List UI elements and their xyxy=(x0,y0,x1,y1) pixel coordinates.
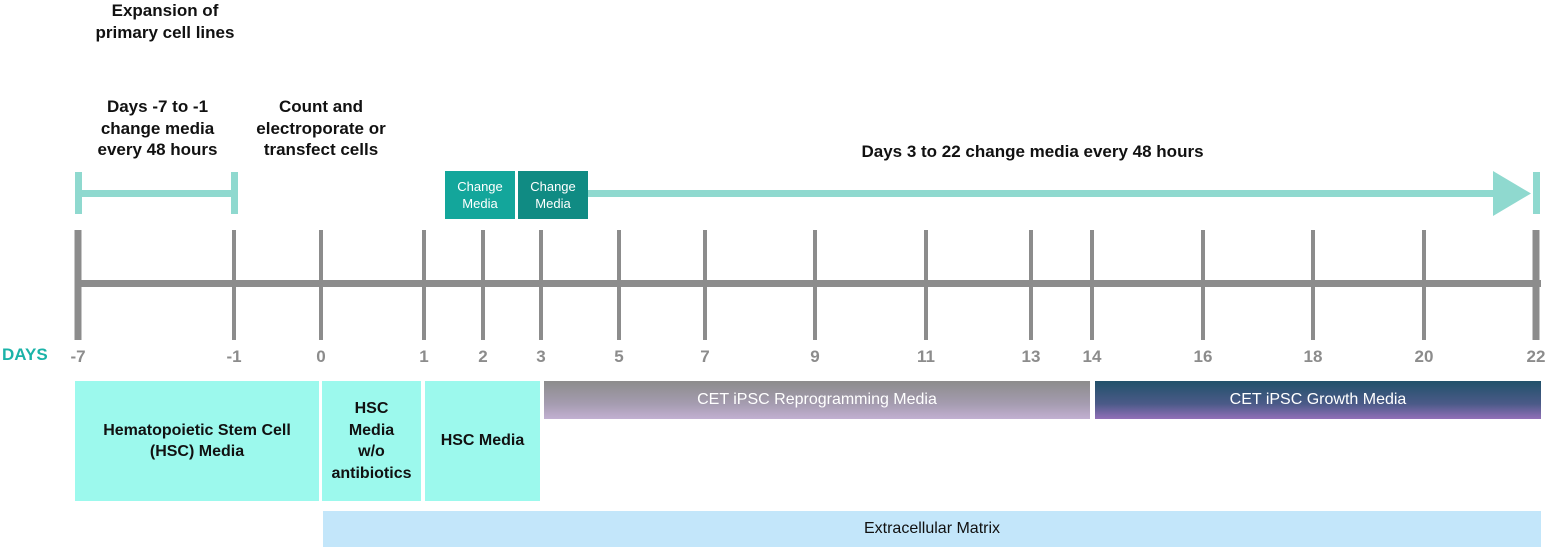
tick-label-day-7: 7 xyxy=(700,347,709,366)
media-change-bracket xyxy=(75,172,238,214)
tick-mark-day-3 xyxy=(539,230,543,340)
hsc-media-no-antibiotics-label: HSC Media w/o antibiotics xyxy=(331,400,412,482)
tick-mark-day--7 xyxy=(74,230,82,340)
growth-media-block: CET iPSC Growth Media xyxy=(1095,381,1541,419)
media-change-arrow xyxy=(588,171,1540,216)
tick-label-day-5: 5 xyxy=(614,347,623,366)
timeline-axis xyxy=(75,280,1541,287)
days-axis-label: DAYS xyxy=(2,345,48,364)
hsc-media-label-2: HSC Media xyxy=(440,432,525,450)
tick-label-day-22: 22 xyxy=(1527,347,1546,366)
extracellular-matrix-block: Extracellular Matrix xyxy=(323,511,1541,547)
hsc-media-no-antibiotics-block: HSC Media w/o antibiotics xyxy=(322,381,421,501)
tick-mark-day-7 xyxy=(703,230,707,340)
tick-label-day-13: 13 xyxy=(1022,347,1041,366)
tick-label-day-18: 18 xyxy=(1304,347,1323,366)
reprogramming-media-label: CET iPSC Reprogramming Media xyxy=(697,391,937,409)
tick-mark-day-9 xyxy=(813,230,817,340)
expansion-header: Expansion of primary cell lines xyxy=(95,1,235,42)
count-header: Count and electroporate or transfect cel… xyxy=(256,97,386,159)
tick-mark-day-13 xyxy=(1029,230,1033,340)
extracellular-matrix-label: Extracellular Matrix xyxy=(863,520,1001,538)
days-3-22-header: Days 3 to 22 change media every 48 hours xyxy=(861,142,1204,161)
days-range-header: Days -7 to -1 change media every 48 hour… xyxy=(97,97,218,159)
tick-mark-day-0 xyxy=(319,230,323,340)
tick-mark-day-2 xyxy=(481,230,485,340)
tick-mark-day-14 xyxy=(1090,230,1094,340)
tick-label-day-3: 3 xyxy=(536,347,545,366)
hsc-media-block-2: HSC Media xyxy=(425,381,540,501)
tick-label-day-11: 11 xyxy=(917,347,935,366)
tick-label-day-20: 20 xyxy=(1415,347,1434,366)
tick-labels: -7 -1 0 1 2 3 5 7 9 11 13 14 16 18 20 22 xyxy=(70,347,1545,366)
tick-label-day-14: 14 xyxy=(1083,347,1102,366)
tick-marks xyxy=(74,230,1540,340)
tick-mark-day-18 xyxy=(1311,230,1315,340)
tick-mark-day-22 xyxy=(1532,230,1540,340)
tick-label-day-2: 2 xyxy=(478,347,487,366)
tick-label-day-9: 9 xyxy=(810,347,819,366)
tick-mark-day-1 xyxy=(422,230,426,340)
tick-mark-day--1 xyxy=(232,230,236,340)
hsc-media-block: Hematopoietic Stem Cell (HSC) Media xyxy=(75,381,319,501)
tick-mark-day-5 xyxy=(617,230,621,340)
tick-mark-day-16 xyxy=(1201,230,1205,340)
reprogramming-media-block: CET iPSC Reprogramming Media xyxy=(544,381,1090,419)
tick-label-day-16: 16 xyxy=(1194,347,1213,366)
growth-media-label: CET iPSC Growth Media xyxy=(1229,391,1407,409)
change-media-box-day3: Change Media xyxy=(518,171,588,219)
tick-mark-day-11 xyxy=(924,230,928,340)
tick-mark-day-20 xyxy=(1422,230,1426,340)
tick-label-day-0: 0 xyxy=(316,347,325,366)
tick-label-day-1: 1 xyxy=(419,347,428,366)
tick-label-day--1: -1 xyxy=(226,347,241,366)
hsc-media-label: Hematopoietic Stem Cell (HSC) Media xyxy=(103,421,291,461)
change-media-box-day2: Change Media xyxy=(445,171,515,219)
tick-label-day--7: -7 xyxy=(70,347,85,366)
